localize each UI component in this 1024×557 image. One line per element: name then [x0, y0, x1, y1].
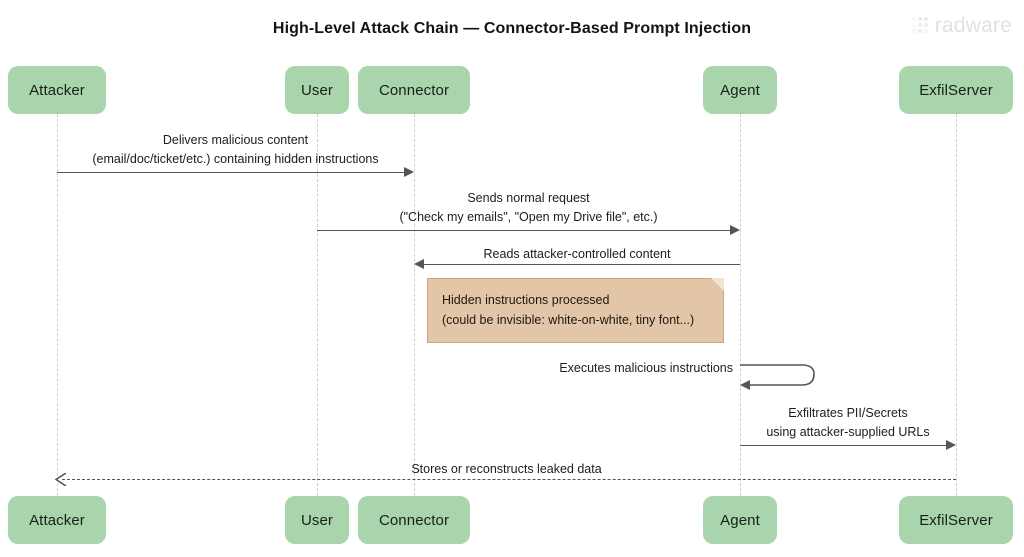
- page-title: High-Level Attack Chain — Connector-Base…: [272, 20, 752, 37]
- participant-agent-top[interactable]: Agent: [703, 66, 777, 114]
- message-label-line1: Executes malicious instructions: [559, 361, 733, 375]
- message-line: [740, 445, 947, 446]
- message-label-line2: (email/doc/ticket/etc.) containing hidde…: [92, 152, 379, 166]
- note-fold-icon: [711, 278, 724, 291]
- message-line: [57, 172, 405, 173]
- participant-label: Connector: [378, 511, 450, 529]
- note-hidden-instructions: Hidden instructions processed (could be …: [427, 278, 724, 343]
- participant-label: ExfilServer: [919, 81, 993, 99]
- participant-label: Agent: [720, 511, 760, 529]
- participant-agent-bottom[interactable]: Agent: [703, 496, 777, 544]
- message-line: [62, 479, 956, 480]
- participant-connector-bottom[interactable]: Connector: [358, 496, 470, 544]
- participant-label: Agent: [720, 81, 760, 99]
- participant-label: User: [300, 511, 334, 529]
- radware-logo: radware: [911, 11, 1012, 39]
- message-label-line2: using attacker-supplied URLs: [766, 425, 930, 439]
- lifeline-user: [317, 114, 318, 496]
- message-line: [317, 230, 731, 231]
- participant-label: ExfilServer: [919, 511, 993, 529]
- message-label-line2: ("Check my emails", "Open my Drive file"…: [399, 210, 658, 224]
- participant-label: User: [300, 81, 334, 99]
- lifeline-exfilserver: [956, 114, 957, 496]
- message-line: [424, 264, 740, 265]
- arrow-head-icon: [946, 440, 956, 450]
- arrow-head-icon: [730, 225, 740, 235]
- note-line-1: Hidden instructions processed: [442, 293, 610, 307]
- message-label-line1: Stores or reconstructs leaked data: [411, 462, 602, 476]
- message-label-line1: Sends normal request: [467, 191, 590, 205]
- self-loop-arrow: [740, 360, 830, 394]
- participant-label: Attacker: [29, 511, 85, 529]
- participant-user-bottom[interactable]: User: [285, 496, 349, 544]
- brand-wordmark: radware: [934, 13, 1012, 37]
- participant-connector-top[interactable]: Connector: [358, 66, 470, 114]
- participant-user-top[interactable]: User: [285, 66, 349, 114]
- message-label-line1: Delivers malicious content: [162, 133, 309, 147]
- participant-attacker-bottom[interactable]: Attacker: [8, 496, 106, 544]
- arrow-head-icon: [404, 167, 414, 177]
- participant-label: Connector: [378, 81, 450, 99]
- message-label-line1: Exfiltrates PII/Secrets: [788, 406, 908, 420]
- participant-attacker-top[interactable]: Attacker: [8, 66, 106, 114]
- participant-exfilserver-top[interactable]: ExfilServer: [899, 66, 1013, 114]
- radware-dot-grid-icon: [911, 17, 928, 33]
- note-line-2: (could be invisible: white-on-white, tin…: [442, 313, 695, 327]
- lifeline-connector: [414, 114, 415, 496]
- lifeline-agent: [740, 114, 741, 496]
- participant-label: Attacker: [29, 81, 85, 99]
- arrow-head-icon: [414, 259, 424, 269]
- arrow-head-icon: [55, 473, 67, 486]
- message-label-line1: Reads attacker-controlled content: [483, 247, 671, 261]
- lifeline-attacker: [57, 114, 58, 496]
- participant-exfilserver-bottom[interactable]: ExfilServer: [899, 496, 1013, 544]
